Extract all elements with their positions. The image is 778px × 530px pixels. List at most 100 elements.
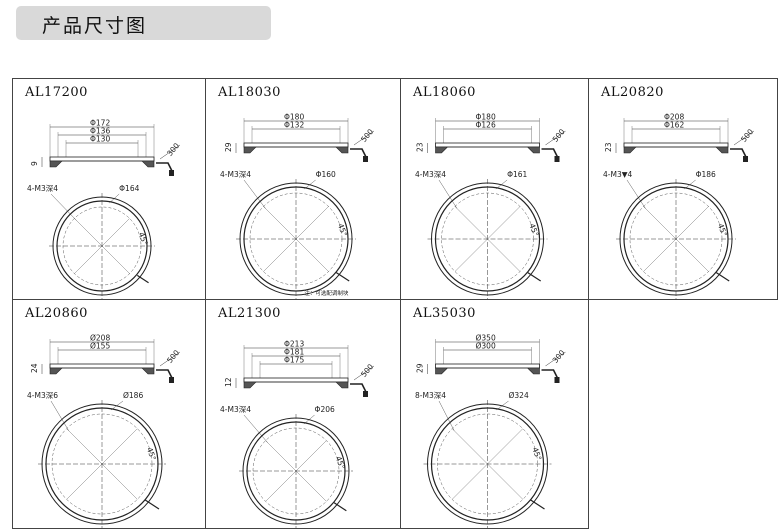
- pcd-label: Φ161: [507, 170, 527, 179]
- cable-line: [541, 369, 559, 379]
- dimension-label: Φ175: [284, 356, 304, 365]
- profile-left-section: [49, 160, 63, 168]
- cable-connector: [363, 156, 368, 162]
- dimension-label: Φ136: [90, 127, 110, 136]
- cable-length-line: [159, 144, 181, 160]
- holes-leader: [243, 179, 266, 209]
- cable-outlet: [530, 499, 545, 510]
- profile-right-section: [526, 146, 540, 154]
- angle-label: 45°: [145, 446, 158, 462]
- diagonal-line: [643, 206, 709, 272]
- pcd-leader: [684, 179, 696, 190]
- diagonal-line: [263, 206, 329, 272]
- diagonal-line: [74, 218, 130, 274]
- diagonal-line: [66, 428, 138, 500]
- profile-right-section: [335, 146, 349, 154]
- diagonal-line: [452, 428, 523, 500]
- model-label: AL18030: [218, 85, 281, 100]
- dimension-label: Φ130: [90, 135, 110, 144]
- holes-label: 4-M3深4: [220, 170, 251, 179]
- cable-outlet: [715, 272, 730, 282]
- cable-length-line: [353, 130, 375, 146]
- angle-label: 45°: [336, 222, 349, 238]
- height-label: 23: [604, 142, 613, 152]
- profile-left-section: [49, 367, 63, 375]
- cable-length-label: 500: [359, 127, 375, 144]
- profile-top-plate: [435, 142, 540, 148]
- cable-connector: [743, 156, 748, 162]
- model-label: AL20820: [601, 85, 664, 100]
- pcd-label: Φ164: [119, 184, 139, 193]
- holes-label: 8-M3深4: [415, 391, 446, 400]
- holes-label: 4-M3深4: [27, 184, 58, 193]
- profile-left-section: [623, 146, 637, 154]
- profile-left-section: [243, 381, 257, 389]
- cable-outlet: [136, 274, 149, 284]
- pcd-leader: [496, 400, 509, 411]
- height-label: 29: [224, 142, 233, 152]
- cable-line: [350, 383, 367, 393]
- cable-length-label: 500: [165, 348, 181, 365]
- model-label: AL21300: [218, 306, 281, 321]
- dimension-label: Φ172: [90, 119, 110, 128]
- cable-outlet: [527, 272, 542, 282]
- section-header: 产品尺寸图: [16, 6, 271, 40]
- cable-outlet: [335, 272, 350, 282]
- profile-right-section: [715, 146, 729, 154]
- diagonal-line: [265, 440, 327, 502]
- pcd-leader: [109, 193, 120, 204]
- height-label: 12: [224, 377, 233, 387]
- height-label: 24: [30, 363, 39, 373]
- cable-connector: [363, 391, 368, 397]
- holes-leader: [626, 179, 646, 209]
- holes-label: 4-M3深6: [27, 391, 58, 400]
- profile-left-section: [435, 146, 449, 154]
- cable-length-label: 500: [359, 362, 375, 379]
- holes-leader: [438, 400, 455, 431]
- dimension-label: Φ181: [284, 348, 304, 357]
- dimension-label: Ø300: [476, 342, 496, 351]
- dimension-label: Φ213: [284, 340, 304, 349]
- cable-length-line: [159, 351, 181, 367]
- dimension-label: Φ162: [664, 121, 684, 130]
- holes-label: 4-M3深4: [415, 170, 446, 179]
- holes-label: 4-M3▼4: [603, 170, 632, 179]
- dimension-label: Ø208: [90, 334, 110, 343]
- dimension-label: Φ132: [284, 121, 304, 130]
- cable-length-label: 500: [551, 127, 567, 144]
- cable-outlet: [144, 499, 160, 510]
- angle-label: 45°: [530, 446, 543, 462]
- angle-label: 45°: [716, 222, 729, 238]
- profile-top-plate: [49, 363, 155, 369]
- pcd-leader: [304, 179, 316, 190]
- section-title: 产品尺寸图: [42, 15, 148, 37]
- angle-label: 45°: [527, 222, 540, 238]
- cable-outlet: [333, 502, 347, 512]
- diagonal-line: [454, 206, 521, 272]
- pcd-label: Φ186: [696, 170, 716, 179]
- pcd-label: Ø324: [509, 391, 529, 400]
- dimension-label: Φ180: [476, 113, 496, 122]
- profile-top-plate: [49, 156, 155, 162]
- cable-line: [730, 148, 747, 158]
- model-label: AL18060: [413, 85, 476, 100]
- cable-length-label: 300: [551, 348, 567, 365]
- pcd-leader: [110, 400, 124, 411]
- profile-top-plate: [435, 363, 540, 369]
- angle-label: 45°: [334, 455, 347, 471]
- model-label: AL20860: [25, 306, 88, 321]
- cable-line: [350, 148, 367, 158]
- model-label: AL35030: [413, 306, 476, 321]
- cable-length-line: [545, 130, 566, 146]
